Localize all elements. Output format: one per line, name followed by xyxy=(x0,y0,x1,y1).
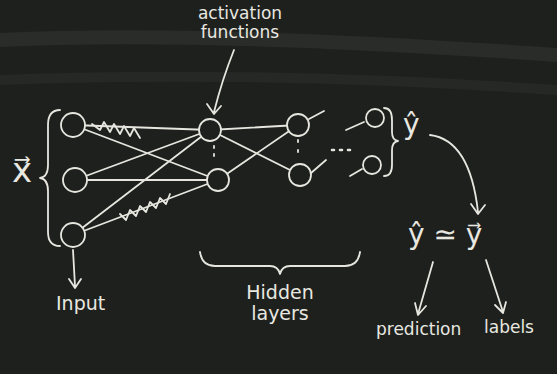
weight-line xyxy=(309,111,324,119)
hidden-neuron xyxy=(207,169,229,191)
pointer-arrow xyxy=(207,50,234,114)
weight-line xyxy=(346,122,364,130)
output-symbol: ŷ xyxy=(403,110,420,141)
ellipsis-dots xyxy=(332,149,350,152)
weight-line xyxy=(210,130,300,175)
weight-line xyxy=(75,130,210,180)
output-brace xyxy=(384,108,398,176)
weight-squiggle xyxy=(120,194,170,220)
output-neuron xyxy=(363,156,381,174)
weight-line xyxy=(73,130,210,235)
weight-line xyxy=(311,160,326,173)
hidden-neuron xyxy=(199,119,221,141)
vector-symbol: x⃗ xyxy=(12,152,32,189)
dots xyxy=(214,140,298,156)
input-neuron xyxy=(63,168,87,192)
layer-label: Input xyxy=(56,293,105,314)
hidden-neuron xyxy=(289,164,311,186)
input-neuron xyxy=(61,223,85,247)
weight-line xyxy=(350,169,362,176)
input-brace xyxy=(40,110,60,246)
input-neuron xyxy=(61,113,85,137)
layer-label: Hidden layers xyxy=(232,282,328,324)
pointer-arrow xyxy=(486,260,506,313)
hidden-bracket xyxy=(200,252,360,274)
weight-line xyxy=(73,180,218,235)
output-neuron xyxy=(366,109,384,127)
equation: ŷ ≃ y⃗ xyxy=(408,220,482,251)
weight-line xyxy=(210,125,298,130)
annotation: prediction xyxy=(376,320,461,339)
pointer-arrow xyxy=(69,250,81,288)
annotation: activation functions xyxy=(184,4,296,41)
annotation: labels xyxy=(484,318,534,337)
chalk-smudge xyxy=(0,77,557,90)
weight-line xyxy=(218,125,298,180)
pointer-arrow xyxy=(430,135,485,214)
weight-squiggle xyxy=(92,122,140,138)
hidden-neuron xyxy=(287,114,309,136)
weight-line xyxy=(73,125,218,180)
pointer-arrow xyxy=(415,262,433,315)
